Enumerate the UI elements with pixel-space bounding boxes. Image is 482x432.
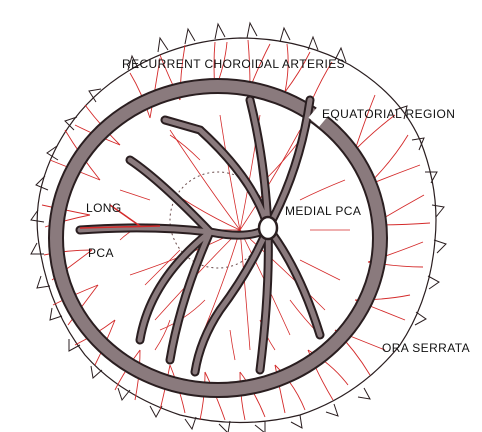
equatorial-vessel-ring (50, 80, 386, 396)
label-pca: PCA (88, 246, 114, 260)
ring-gap (308, 105, 330, 127)
optic-disc (257, 215, 279, 241)
vessel-branches (77, 97, 323, 375)
label-ora-serrata: ORA SERRATA (382, 341, 470, 355)
long-pca-arteries (79, 204, 161, 229)
label-long: LONG (86, 201, 122, 215)
label-equatorial-region: EQUATORIAL REGION (322, 107, 455, 121)
label-medial-pca: MEDIAL PCA (285, 204, 361, 218)
serration-teeth (30, 21, 447, 432)
ora-serrata-outline (36, 37, 437, 424)
label-recurrent-choroidal-arteries: RECURRENT CHOROIDAL ARTERIES (122, 57, 345, 71)
